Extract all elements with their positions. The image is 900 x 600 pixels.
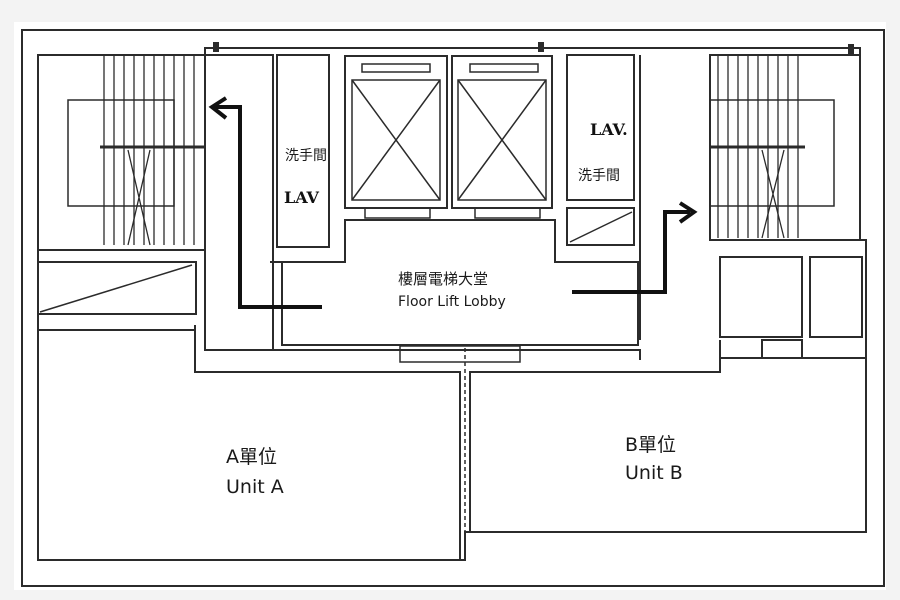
- lav-right-en: LAV.: [590, 120, 628, 139]
- unit-a-room: [37, 329, 461, 561]
- lobby-label-zh: 樓層電梯大堂: [398, 270, 489, 288]
- lobby-label-en: Floor Lift Lobby: [398, 294, 506, 310]
- unit-b-room: [469, 357, 867, 533]
- corridor-wall: [205, 349, 641, 360]
- lift-shaft-2: [451, 55, 553, 209]
- column-markers: [213, 42, 854, 54]
- lift-shaft-1: [344, 55, 448, 209]
- right-service-rooms: [719, 256, 863, 359]
- unit-a-label-en: Unit A: [226, 476, 284, 498]
- paper-sheet: [14, 22, 886, 590]
- lav-left-zh: 洗手間: [285, 148, 327, 164]
- unit-a-label-zh: A單位: [226, 446, 277, 468]
- right-lav-room: [566, 54, 635, 246]
- left-duct: [37, 261, 197, 315]
- lav-left-en: LAV: [284, 188, 319, 207]
- unit-b-label-en: Unit B: [625, 462, 683, 484]
- lift-lobby-room: [281, 219, 639, 346]
- arrow-head-left-icon: [208, 96, 228, 120]
- exit-route-arrow-right: [572, 210, 690, 294]
- exit-route-arrow-left: [215, 105, 322, 309]
- unit-b-label-zh: B單位: [625, 434, 677, 456]
- lav-right-zh: 洗手間: [578, 168, 620, 184]
- arrow-head-right-icon: [678, 201, 698, 224]
- outer-frame: [21, 29, 885, 587]
- right-stair: [709, 54, 861, 241]
